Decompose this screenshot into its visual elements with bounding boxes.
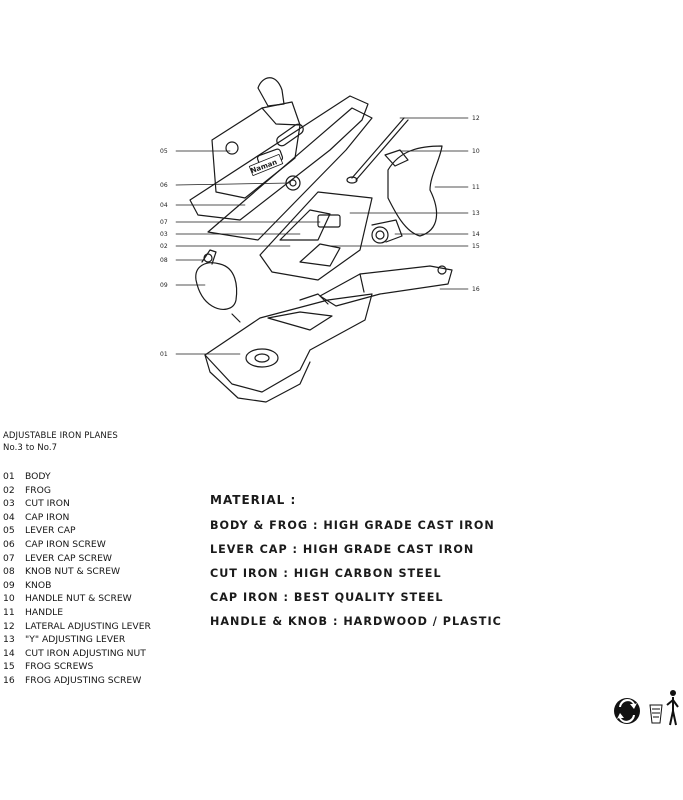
title-line-1: ADJUSTABLE IRON PLANES [3,431,118,441]
part-number: 03 [3,498,15,510]
list-item: 11 HANDLE [3,606,151,620]
callout-05: 05 [160,148,168,155]
part-number: 02 [3,484,15,496]
material-section: MATERIAL : BODY & FROG : HIGH GRADE CAST… [210,488,502,634]
recycle-icon [614,698,640,724]
part-name: CAP IRON [25,511,70,523]
material-heading: MATERIAL : [210,493,297,507]
list-item: 05 LEVER CAP [3,524,151,538]
material-line: BODY & FROG : HIGH GRADE CAST IRON [210,519,495,532]
list-item: 13 "Y" ADJUSTING LEVER [3,633,151,647]
part-name: CUT IRON ADJUSTING NUT [25,647,146,659]
knob-drawing [195,249,238,310]
part-number: 09 [3,579,15,591]
part-number: 16 [3,674,15,686]
part-number: 13 [3,634,15,646]
part-name: LEVER CAP [25,525,76,537]
part-name: HANDLE [25,606,64,618]
part-name: "Y" ADJUSTING LEVER [25,634,126,646]
frog-adjusting-drawing [319,265,453,307]
material-line: CAP IRON : BEST QUALITY STEEL [210,591,444,604]
exploded-view-diagram: Naman [160,77,480,403]
callout-16: 16 [472,286,480,293]
part-name: FROG [25,484,52,496]
part-name: BODY [25,471,51,482]
list-item: 07 LEVER CAP SCREW [3,552,151,566]
part-number: 05 [3,525,15,537]
callout-13: 13 [472,210,480,217]
part-name: FROG ADJUSTING SCREW [25,674,142,686]
callout-14: 14 [472,231,480,238]
material-line: HANDLE & KNOB : HARDWOOD / PLASTIC [210,615,502,628]
part-number: 11 [3,606,15,618]
callout-11: 11 [472,184,480,191]
list-item: 16 FROG ADJUSTING SCREW [3,674,151,688]
callout-02: 02 [160,243,168,250]
callout-03: 03 [160,231,168,238]
callout-10: 10 [472,148,480,155]
part-number: 12 [3,620,15,632]
list-item: 15 FROG SCREWS [3,660,151,674]
part-number: 15 [3,661,15,673]
part-number: 10 [3,593,15,605]
part-number: 14 [3,647,15,659]
tidyman-bin-icon [649,690,679,726]
part-name: CUT IRON [25,498,70,510]
material-line: LEVER CAP : HIGH GRADE CAST IRON [210,543,475,556]
body-drawing [204,293,373,403]
part-name: HANDLE NUT & SCREW [25,593,132,605]
part-name: FROG SCREWS [25,661,94,673]
list-item: 03 CUT IRON [3,497,151,511]
callout-15: 15 [472,243,480,250]
handle-drawing [346,117,443,237]
list-item: 08 KNOB NUT & SCREW [3,565,151,579]
part-number: 07 [3,552,15,564]
part-name: LEVER CAP SCREW [25,552,112,564]
part-name: LATERAL ADJUSTING LEVER [25,620,151,632]
eco-logos [612,685,682,730]
part-number: 08 [3,566,15,578]
list-item: 09 KNOB [3,579,151,593]
list-item: 02 FROG [3,484,151,498]
part-number: 06 [3,538,15,550]
list-item: 14 CUT IRON ADJUSTING NUT [3,647,151,661]
callout-01: 01 [160,351,168,358]
title-line-2: No.3 to No.7 [3,443,58,453]
leader-lines [175,117,469,355]
list-item: 06 CAP IRON SCREW [3,538,151,552]
part-name: KNOB [25,579,52,591]
frog-drawing [259,191,403,281]
product-title: ADJUSTABLE IRON PLANES No.3 to No.7 [3,430,118,454]
list-item: 01 BODY [3,470,151,484]
part-number: 01 [3,471,15,482]
callout-04: 04 [160,202,168,209]
list-item: 12 LATERAL ADJUSTING LEVER [3,620,151,634]
callout-06: 06 [160,182,168,189]
cut-iron-drawing [189,95,373,241]
part-name: KNOB NUT & SCREW [25,566,121,578]
callout-08: 08 [160,257,168,264]
callout-12: 12 [472,115,480,122]
callout-07: 07 [160,219,168,226]
list-item: 10 HANDLE NUT & SCREW [3,592,151,606]
part-name: CAP IRON SCREW [25,538,106,550]
part-number: 04 [3,511,15,523]
callout-09: 09 [160,282,168,289]
material-line: CUT IRON : HIGH CARBON STEEL [210,567,442,580]
list-item: 04 CAP IRON [3,511,151,525]
